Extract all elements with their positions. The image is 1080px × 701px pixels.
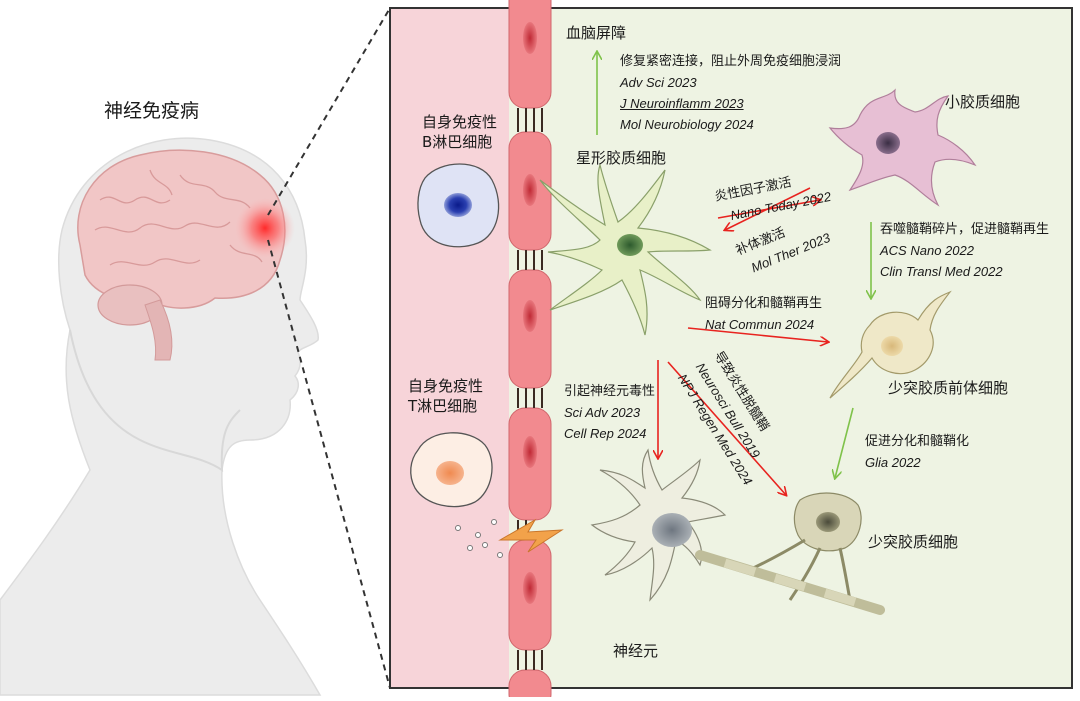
bbb-repair-ref-2: J Neuroinflamm 2023 xyxy=(620,96,744,111)
bbb-repair-ref-3: Mol Neurobiology 2024 xyxy=(620,117,754,132)
figure-title: 神经免疫病 xyxy=(104,100,200,122)
bbb-endothelium xyxy=(508,0,552,701)
neuron-label: 神经元 xyxy=(613,642,659,660)
neurotoxicity-annotation: 引起神经元毒性 Sci Adv 2023 Cell Rep 2024 xyxy=(564,382,655,444)
oligodendrocyte xyxy=(695,492,885,615)
head-illustration xyxy=(0,7,391,696)
zoom-line-bottom xyxy=(267,239,391,689)
neurotoxicity-ref-1: Sci Adv 2023 xyxy=(564,405,641,420)
promote-arrows xyxy=(597,52,871,478)
brainstem xyxy=(144,299,173,361)
promote-diff-text: 促进分化和髓鞘化 xyxy=(865,434,970,449)
arrow-astro-to-oligo xyxy=(667,361,786,495)
b-cell-label-line2: B淋巴细胞 xyxy=(422,133,493,151)
arrow-microglia-to-astro xyxy=(725,187,811,230)
lightning-icon xyxy=(498,518,564,553)
block-diff-annotation: 阻碍分化和髓鞘再生 Nat Commun 2024 xyxy=(705,294,822,335)
phagocytosis-annotation: 吞噬髓鞘碎片，促进髓鞘再生 ACS Nano 2022 Clin Transl … xyxy=(880,220,1049,282)
t-cell-label: 自身免疫性 T淋巴细胞 xyxy=(408,376,483,416)
block-diff-ref: Nat Commun 2024 xyxy=(705,317,815,332)
t-cell-label-line2: T淋巴细胞 xyxy=(408,397,478,415)
opc xyxy=(829,290,952,399)
microglia xyxy=(828,88,977,207)
opc-label: 少突胶质前体细胞 xyxy=(888,379,1009,397)
lesion-hotspot xyxy=(235,198,295,258)
b-cell-label: 自身免疫性 B淋巴细胞 xyxy=(422,112,497,152)
astrocyte xyxy=(539,162,712,336)
phagocytosis-ref-2: Clin Transl Med 2022 xyxy=(880,264,1003,279)
phagocytosis-text: 吞噬髓鞘碎片，促进髓鞘再生 xyxy=(880,222,1050,237)
arrow-opc-to-oligo xyxy=(835,407,854,478)
zoom-line-top xyxy=(267,7,391,216)
arrow-astro-to-opc xyxy=(687,327,828,342)
neurotoxicity-ref-2: Cell Rep 2024 xyxy=(564,426,647,441)
bbb-label: 血脑屏障 xyxy=(566,24,627,42)
bbb-repair-ref-1: Adv Sci 2023 xyxy=(620,75,697,90)
neurotoxicity-text: 引起神经元毒性 xyxy=(564,384,656,399)
astrocyte-label: 星形胶质细胞 xyxy=(576,149,667,167)
phagocytosis-ref-1: ACS Nano 2022 xyxy=(880,243,974,258)
oligodendrocyte-label: 少突胶质细胞 xyxy=(868,533,959,551)
neuron xyxy=(590,448,727,602)
t-lymphocyte xyxy=(410,432,493,508)
infiltration-particles xyxy=(455,519,503,558)
head-shading xyxy=(69,329,241,472)
b-cell-label-line1: 自身免疫性 xyxy=(422,113,498,131)
bbb-repair-text: 修复紧密连接，阻止外周免疫细胞浸润 xyxy=(620,54,842,69)
block-diff-text: 阻碍分化和髓鞘再生 xyxy=(705,296,823,311)
brain-folds xyxy=(94,169,263,266)
microglia-label: 小胶质细胞 xyxy=(945,93,1021,111)
promote-diff-annotation: 促进分化和髓鞘化 Glia 2022 xyxy=(865,432,969,473)
vessel-lumen xyxy=(391,9,509,687)
b-lymphocyte xyxy=(417,163,500,248)
t-cell-label-line1: 自身免疫性 xyxy=(408,377,484,395)
inhibit-arrows xyxy=(658,187,828,495)
promote-diff-ref: Glia 2022 xyxy=(865,455,921,470)
bbb-repair-annotation: 修复紧密连接，阻止外周免疫细胞浸润 Adv Sci 2023 J Neuroin… xyxy=(620,52,841,135)
